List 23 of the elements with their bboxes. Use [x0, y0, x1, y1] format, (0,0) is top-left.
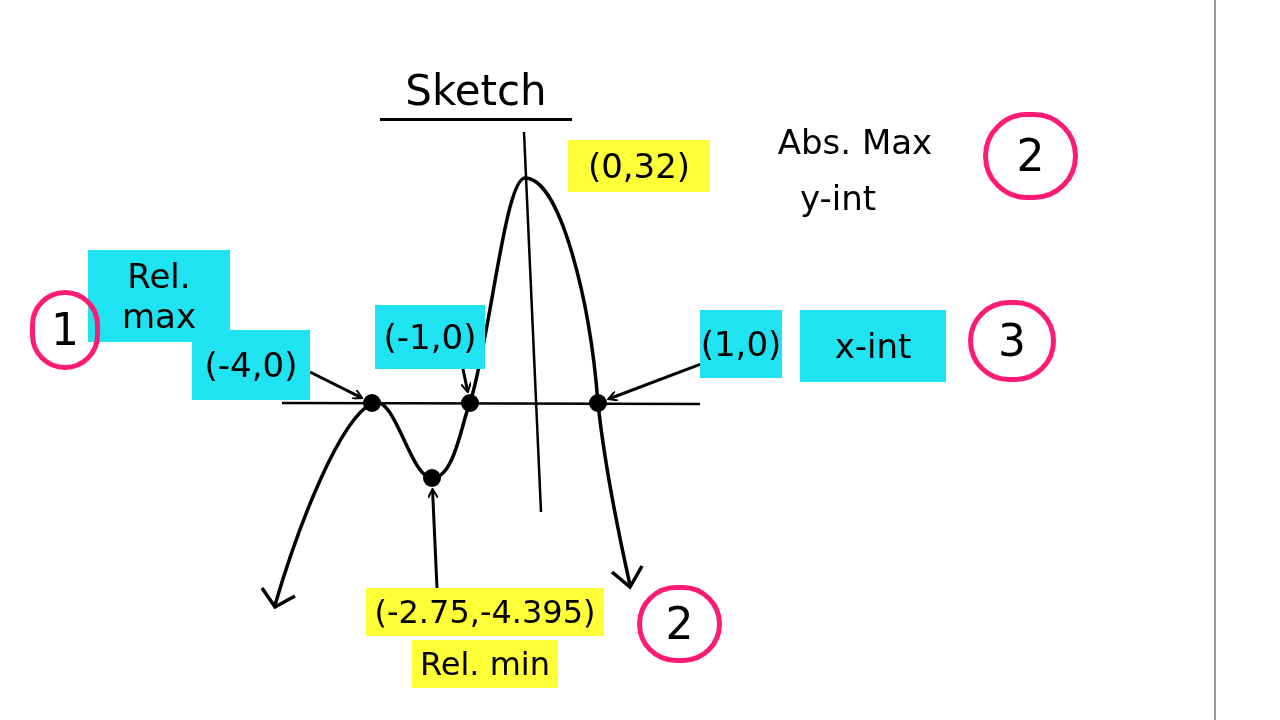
- extremum-label: Rel. max: [88, 250, 230, 342]
- title: Sketch: [380, 64, 572, 121]
- circled-number: 3: [968, 300, 1056, 382]
- circled-number: 2: [637, 585, 722, 663]
- arrow: [426, 488, 439, 589]
- circled-number: 2: [983, 112, 1078, 200]
- graph-point: [589, 394, 607, 412]
- graph-point: [363, 394, 381, 412]
- coordinate-label: (-4,0): [192, 330, 310, 400]
- arrow: [309, 370, 364, 400]
- extremum-label: Abs. Max: [776, 121, 934, 164]
- coordinate-label: (-2.75,-4.395): [366, 588, 604, 636]
- graph-point: [423, 469, 441, 487]
- coordinate-label: (1,0): [700, 310, 782, 378]
- extremum-label: Rel. min: [411, 640, 559, 688]
- intercept-label: y-int: [798, 177, 878, 220]
- intercept-label: x-int: [800, 310, 946, 382]
- arrow: [607, 363, 701, 402]
- circled-number: 1: [30, 290, 100, 370]
- arrow: [460, 368, 472, 394]
- coordinate-label: (-1,0): [375, 305, 485, 369]
- coordinate-label: (0,32): [568, 140, 710, 192]
- graph-point: [461, 394, 479, 412]
